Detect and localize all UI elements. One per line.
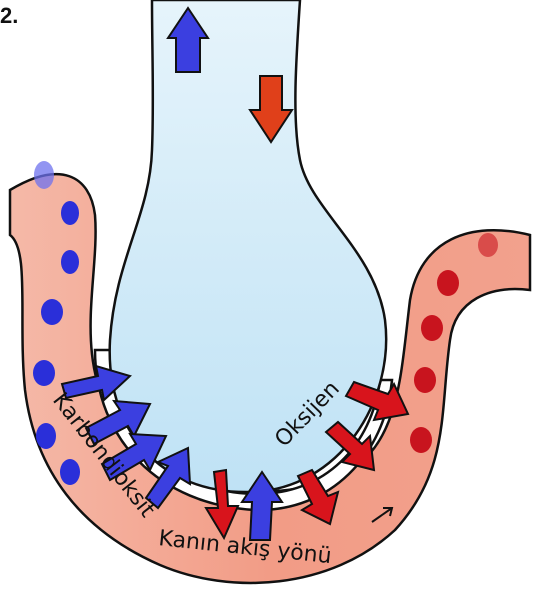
- blood-cell: [61, 250, 79, 274]
- blood-cell: [478, 233, 498, 257]
- blood-cell: [36, 423, 56, 449]
- blood-cell: [61, 201, 79, 225]
- blood-cell: [33, 360, 55, 386]
- blood-cell: [421, 315, 443, 341]
- blood-cell: [34, 161, 54, 189]
- blood-cell: [437, 270, 459, 296]
- blood-cell: [41, 299, 63, 325]
- blood-cell: [410, 427, 432, 453]
- blood-cell: [414, 367, 436, 393]
- blood-cell: [60, 459, 80, 485]
- alveolus: [110, 0, 386, 492]
